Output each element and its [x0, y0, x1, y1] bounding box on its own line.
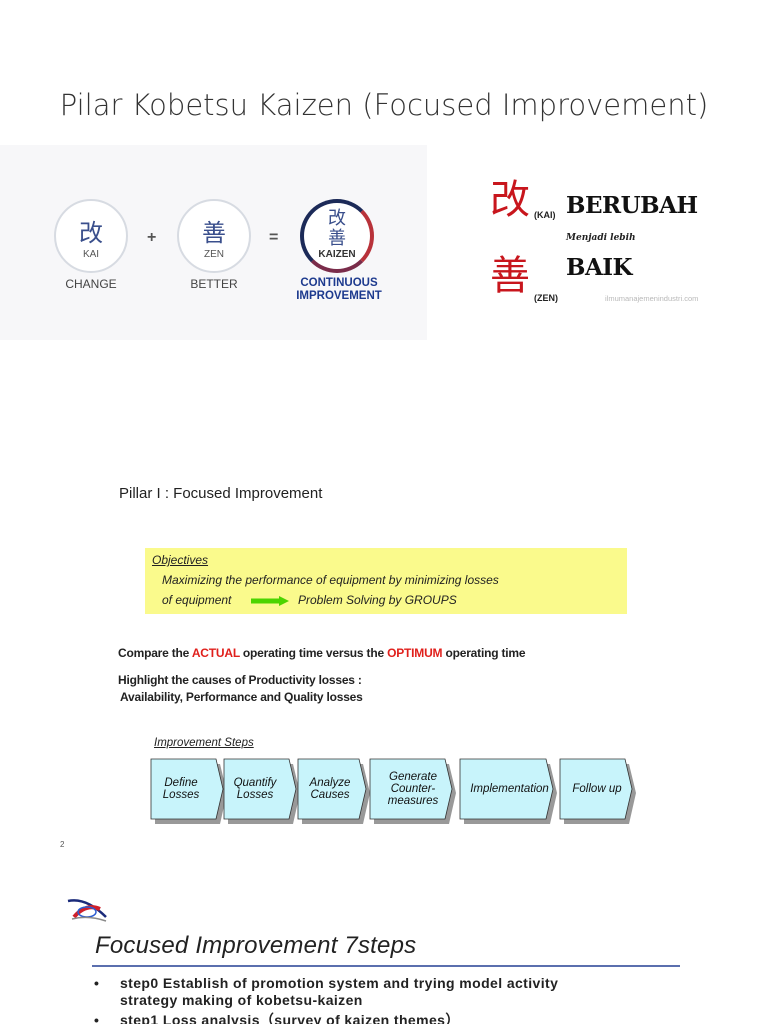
page-number: 2 [60, 840, 65, 849]
page-title: Pilar Kobetsu Kaizen (Focused Improvemen… [59, 88, 709, 122]
objectives-line-2b: Problem Solving by GROUPS [298, 593, 457, 607]
step-implementation: Implementation [470, 783, 549, 795]
compare-statement: Compare the ACTUAL operating time versus… [118, 646, 526, 660]
company-logo-icon [67, 899, 107, 922]
kai-red-kanji: 改 [490, 177, 530, 223]
menjadi-lebih-text: Menjadi lebih [566, 233, 636, 243]
highlight-line-1: Highlight the causes of Productivity los… [118, 673, 362, 687]
improvement-steps-diagram [150, 758, 636, 824]
step-define-losses: Define Losses [162, 777, 200, 801]
seven-steps-title: Focused Improvement 7steps [95, 932, 417, 959]
step-follow-up: Follow up [572, 783, 622, 795]
kaizen-circle: 改 善 KAIZEN [300, 199, 374, 273]
kaizen-kanji-top: 改 [328, 208, 346, 229]
kaizen-kanji: 改 善 [304, 209, 370, 249]
actual-word: ACTUAL [191, 646, 240, 660]
highlight-line-2: Availability, Performance and Quality lo… [120, 690, 363, 704]
zen-kanji: 善 [202, 219, 226, 247]
kai-small-tag: (KAI) [534, 210, 556, 220]
baik-word: BAIK [566, 254, 633, 281]
bullet-step1: • [94, 1012, 99, 1024]
objectives-line-2a: of equipment [162, 593, 232, 607]
objectives-line-1: Maximizing the performance of equipment … [162, 573, 499, 587]
step0-line-1: step0 Establish of promotion system and … [120, 975, 559, 991]
step-shape-implementation [459, 758, 557, 824]
compare-mid: operating time versus the [239, 646, 388, 660]
kai-tag: KAI [82, 249, 100, 260]
step-shape-analyze [297, 758, 370, 824]
berubah-baik-graphic: 改 (KAI) BERUBAH Menjadi lebih 善 (ZEN) BA… [484, 172, 712, 312]
bullet-step0: • [94, 975, 99, 991]
improvement-text: IMPROVEMENT [296, 290, 382, 302]
compare-pre: Compare the [118, 646, 192, 660]
step-quantify-losses: Quantify Losses [233, 777, 277, 801]
zen-tag: ZEN [204, 249, 224, 260]
change-label: CHANGE [65, 277, 117, 291]
continuous-improvement-label: CONTINUOUS IMPROVEMENT [283, 277, 395, 303]
step-shape-generate [369, 758, 456, 824]
step-shape-follow-up [559, 758, 636, 824]
berubah-word: BERUBAH [566, 192, 698, 219]
zen-small-tag: (ZEN) [534, 293, 558, 303]
kai-kanji: 改 [79, 219, 103, 247]
kaizen-kanji-bottom: 善 [328, 228, 346, 249]
objectives-title: Objectives [152, 553, 209, 567]
zen-red-kanji: 善 [490, 253, 530, 299]
plus-sign: + [147, 229, 157, 246]
green-arrow-icon [251, 596, 289, 606]
compare-post: operating time [442, 646, 526, 660]
pillar-heading: Pillar I : Focused Improvement [119, 485, 323, 502]
optimum-word: OPTIMUM [387, 646, 443, 660]
step1-line-1: step1 Loss analysis（survey of kaizen the… [120, 1012, 460, 1024]
step-shape-quantify [223, 758, 300, 824]
step-shape-define [150, 758, 227, 824]
objectives-box: Objectives Maximizing the performance of… [145, 548, 627, 614]
improvement-steps-heading: Improvement Steps [154, 737, 254, 749]
title-divider [92, 965, 680, 967]
better-label: BETTER [190, 277, 238, 291]
kai-circle: 改 KAI [54, 199, 128, 273]
zen-circle: 善 ZEN [177, 199, 251, 273]
watermark-text: ilmumanajemenindustri.com [605, 294, 699, 303]
kaizen-equation-graphic: 改 KAI CHANGE + 善 ZEN BETTER = 改 善 KAIZEN… [0, 145, 427, 340]
continuous-text: CONTINUOUS [300, 277, 378, 289]
step0-line-2: strategy making of kobetsu-kaizen [120, 992, 363, 1008]
kaizen-tag: KAIZEN [318, 249, 356, 260]
step-analyze-causes: Analyze Causes [309, 777, 351, 801]
equals-sign: = [269, 229, 279, 246]
step-generate-countermeasures: Generate Counter-measures [387, 771, 439, 807]
